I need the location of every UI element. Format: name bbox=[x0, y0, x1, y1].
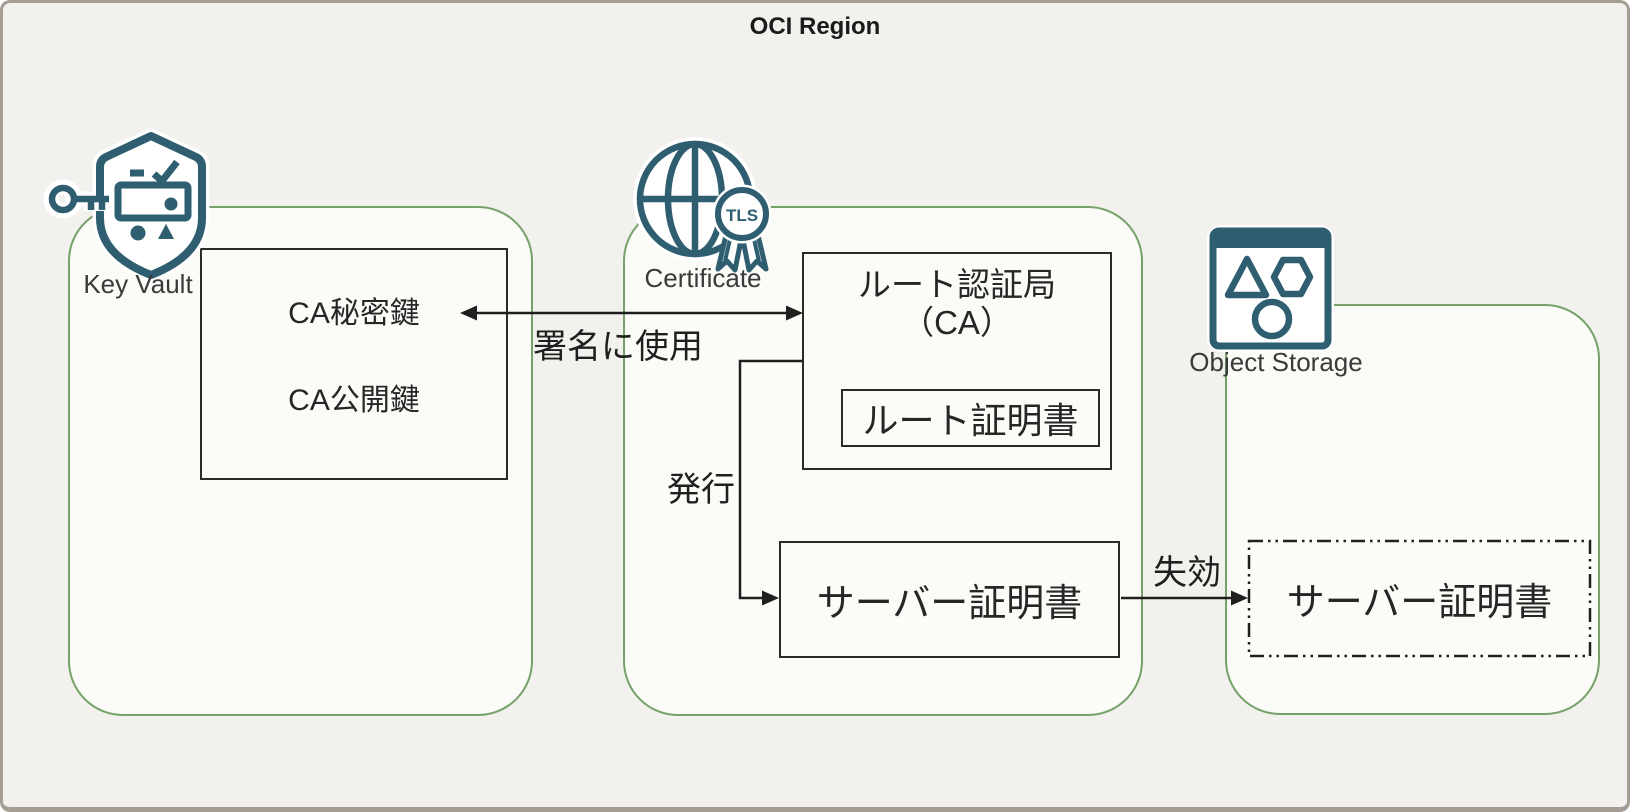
object-storage-label: Object Storage bbox=[1189, 347, 1363, 377]
revoked-server-cert-label: サーバー証明書 bbox=[1286, 582, 1553, 624]
window-header-bar bbox=[1213, 231, 1328, 248]
server-cert-label: サーバー証明書 bbox=[816, 583, 1083, 625]
root-cert-box: ルート証明書 bbox=[841, 389, 1100, 447]
object-storage-shapes-icon bbox=[1207, 225, 1334, 352]
root-ca-subtitle: （CA） bbox=[901, 304, 1013, 341]
revoked-server-cert-box: サーバー証明書 bbox=[1249, 541, 1590, 656]
globe-tls-ribbon-icon: TLS bbox=[633, 137, 772, 273]
sign-edge-label: 署名に使用 bbox=[533, 328, 703, 366]
ca-private-key-label: CA秘密鍵 bbox=[288, 297, 420, 330]
key-vault-label: Key Vault bbox=[83, 269, 193, 299]
revoke-edge-label: 失効 bbox=[1153, 554, 1221, 592]
key-vault-shield-icon bbox=[43, 128, 210, 283]
root-cert-label: ルート証明書 bbox=[862, 400, 1079, 441]
ca-public-key-label: CA公開鍵 bbox=[288, 384, 420, 417]
tls-badge-text: TLS bbox=[726, 206, 758, 225]
issue-edge-label: 発行 bbox=[667, 471, 735, 509]
triangle-shape bbox=[1224, 255, 1270, 299]
circle-shape bbox=[1251, 298, 1293, 340]
diagram-title: OCI Region bbox=[749, 13, 881, 40]
root-ca-title: ルート認証局 bbox=[858, 266, 1056, 303]
certificate-label: Certificate bbox=[644, 263, 762, 293]
server-cert-box: サーバー証明書 bbox=[779, 541, 1120, 658]
hexagon-shape bbox=[1270, 256, 1314, 298]
root-ca-box: ルート認証局 （CA） ルート証明書 bbox=[802, 252, 1112, 470]
ca-keys-box: CA秘密鍵 CA公開鍵 bbox=[200, 248, 508, 480]
